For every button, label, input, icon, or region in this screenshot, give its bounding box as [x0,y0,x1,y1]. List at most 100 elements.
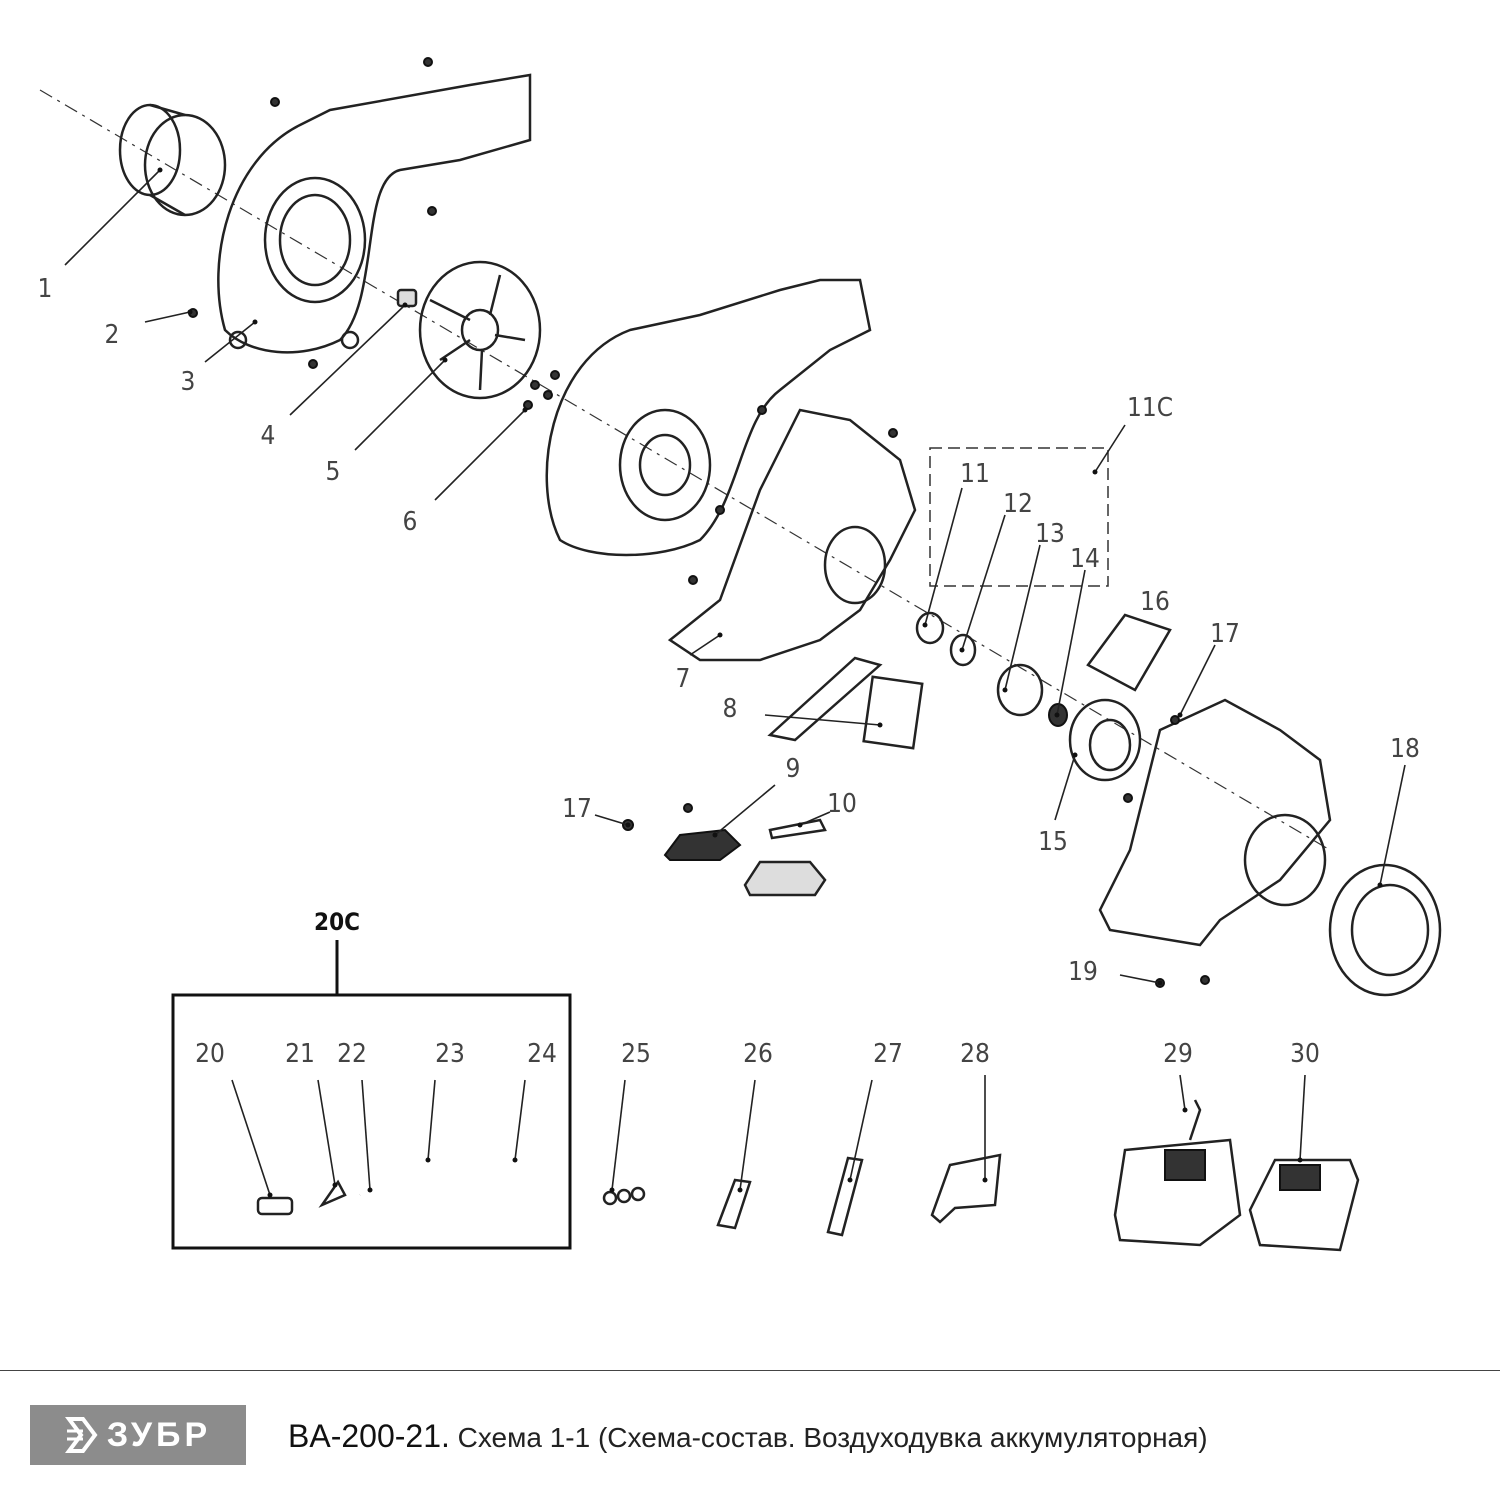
leader-dot-21 [332,1182,338,1188]
leader-line-11 [924,487,963,626]
part-label-17: 17 [562,794,592,824]
leader-dot-12 [959,647,965,653]
leader-dot-26 [737,1187,743,1193]
leader-line-6 [434,409,526,501]
leader-dot-22 [367,1187,373,1193]
leader-dot-4 [402,302,408,308]
part-label-25: 25 [621,1039,651,1069]
brand-logo: ЗУБР [30,1405,246,1465]
leader-line-1 [64,169,161,266]
leader-dot-11 [922,622,928,628]
part-drawings [39,57,1442,1252]
leader-dot-18 [1377,882,1383,888]
leader-dot-27 [847,1177,853,1183]
leader-line-26 [739,1079,756,1191]
leader-dot-8 [877,722,883,728]
leader-dot-14 [1054,712,1060,718]
part-label-18: 18 [1390,734,1420,764]
rear-housing [1098,698,1332,947]
part-label-29: 29 [1163,1039,1193,1069]
main-housing [545,278,872,557]
part-11-14-motor-parts [915,611,1068,727]
leader-line-12 [961,514,1006,651]
accessories [256,1153,1002,1237]
part-label-11c: 11C [1127,393,1173,423]
leader-dot-6 [522,407,528,413]
part-label-6: 6 [403,507,418,537]
leader-line-20 [231,1079,271,1196]
part-15-bracket [1068,698,1142,782]
part-29-charger [1113,1099,1242,1247]
part-label-12: 12 [1003,489,1033,519]
part-label-26: 26 [743,1039,773,1069]
leader-line-24 [514,1079,526,1161]
leader-line-10 [799,811,831,826]
part-label-3: 3 [181,367,196,397]
part-label-19: 19 [1068,957,1098,987]
part-label-23: 23 [435,1039,465,1069]
leader-dot-3 [252,319,258,325]
leader-line-18 [1379,764,1406,886]
leader-line-21 [317,1079,336,1186]
part-label-15: 15 [1038,827,1068,857]
leader-dot-17 [1177,712,1183,718]
part-1-inlet-ring [118,103,227,217]
part-label-16: 16 [1140,587,1170,617]
part-label-28: 28 [960,1039,990,1069]
leader-lines [64,167,1406,1198]
part-9-10-switch-parts [622,803,827,897]
leader-line-3 [204,321,256,363]
part-label-20: 20 [195,1039,225,1069]
leader-dot-19 [1157,980,1163,986]
part-label-5: 5 [326,457,341,487]
leader-line-29 [1179,1074,1186,1111]
part-label-9: 9 [786,754,801,784]
diagram-description: Схема 1-1 (Схема-состав. Воздуходувка ак… [449,1422,1208,1453]
leader-dot-5 [442,357,448,363]
leader-line-17 [594,814,629,826]
leader-dot-20 [267,1192,273,1198]
part-label-8: 8 [723,694,738,724]
leader-dot-23 [425,1157,431,1163]
leader-line-9 [714,784,776,836]
part-30-battery [1248,1158,1360,1252]
part-18-rear-cap [1328,863,1442,997]
part-8-cover-plate [767,656,924,750]
leader-line-5 [354,359,446,451]
leader-line-11c [1094,424,1126,473]
leader-dot-10 [797,822,803,828]
leader-dot-30 [1297,1157,1303,1163]
leader-line-14 [1056,569,1086,716]
leader-dot-25 [609,1187,615,1193]
part-label-13: 13 [1035,519,1065,549]
exploded-parts-diagram: 123456789101111C12131415161717181920C202… [38,57,1442,1252]
leader-line-13 [1004,544,1041,691]
leader-dot-7 [717,632,723,638]
part-label-17: 17 [1210,619,1240,649]
part-16-board [1086,613,1172,692]
brand-name: ЗУБР [106,1415,212,1454]
leader-dot-9 [712,832,718,838]
part-7-motor-holder [667,408,917,662]
leader-line-4 [289,304,406,416]
part-label-4: 4 [261,421,276,451]
part-label-14: 14 [1070,544,1100,574]
part-6-screws [523,370,560,410]
part-label-21: 21 [285,1039,315,1069]
screws [188,57,1210,988]
leader-dot-15 [1072,752,1078,758]
leader-dot-28 [982,1177,988,1183]
part-label-20c: 20C [314,908,360,936]
leader-dot-11c [1092,469,1098,475]
part-5-fan-impeller [418,260,542,400]
leader-line-23 [427,1079,436,1161]
part-11c-group-box [929,447,1109,587]
part-label-22: 22 [337,1039,367,1069]
part-label-27: 27 [873,1039,903,1069]
leader-dot-13 [1002,687,1008,693]
part-3-blower-housing-half [217,73,532,354]
leader-dot-29 [1182,1107,1188,1113]
part-label-30: 30 [1290,1039,1320,1069]
leader-dot-17 [625,822,631,828]
leader-line-27 [849,1079,873,1181]
